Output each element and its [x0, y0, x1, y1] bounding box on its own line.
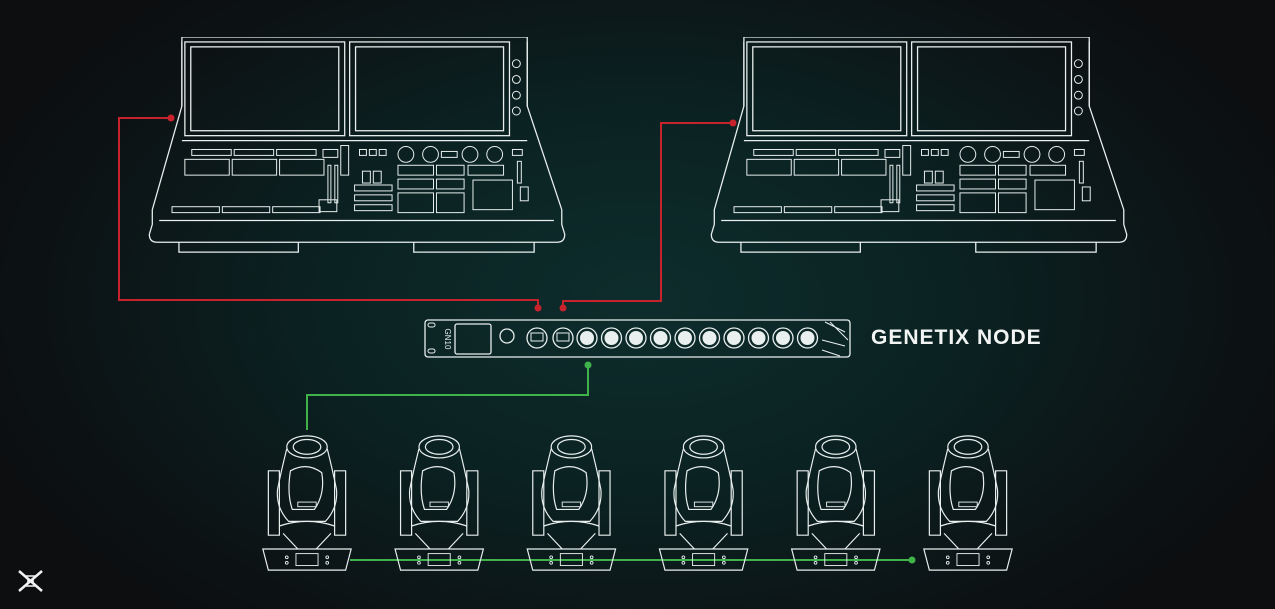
- console-left: [148, 37, 566, 253]
- dmx-port: [674, 327, 696, 349]
- dmx-port: [723, 327, 745, 349]
- dmx-cable: [306, 361, 916, 564]
- dmx-port: [772, 327, 794, 349]
- ethernet-cable-left: [118, 114, 542, 312]
- dmx-port: [649, 327, 672, 349]
- moving-head-fixture: [790, 435, 881, 571]
- dmx-port: [576, 327, 598, 349]
- genetix-node-label: GENETIX NODE: [871, 326, 1042, 349]
- ethernet-port: [552, 327, 574, 349]
- moving-head-fixture: [394, 435, 485, 571]
- node-model-mark: GN10: [443, 329, 452, 350]
- moving-head-fixture: [658, 435, 749, 571]
- dmx-port: [796, 327, 819, 349]
- dmx-port: [698, 327, 721, 349]
- dmx-port: [747, 327, 770, 349]
- moving-head-fixture: [923, 435, 1013, 571]
- dmx-port: [600, 327, 623, 349]
- moving-head-fixture: [526, 435, 617, 571]
- dmx-port: [625, 327, 647, 349]
- ethernet-cable-right: [559, 119, 737, 312]
- genetix-node-device: GN10: [424, 319, 851, 358]
- ethernet-port: [526, 327, 548, 349]
- console-right: [710, 37, 1128, 253]
- moving-head-fixture: [262, 435, 352, 571]
- logo: [18, 570, 43, 592]
